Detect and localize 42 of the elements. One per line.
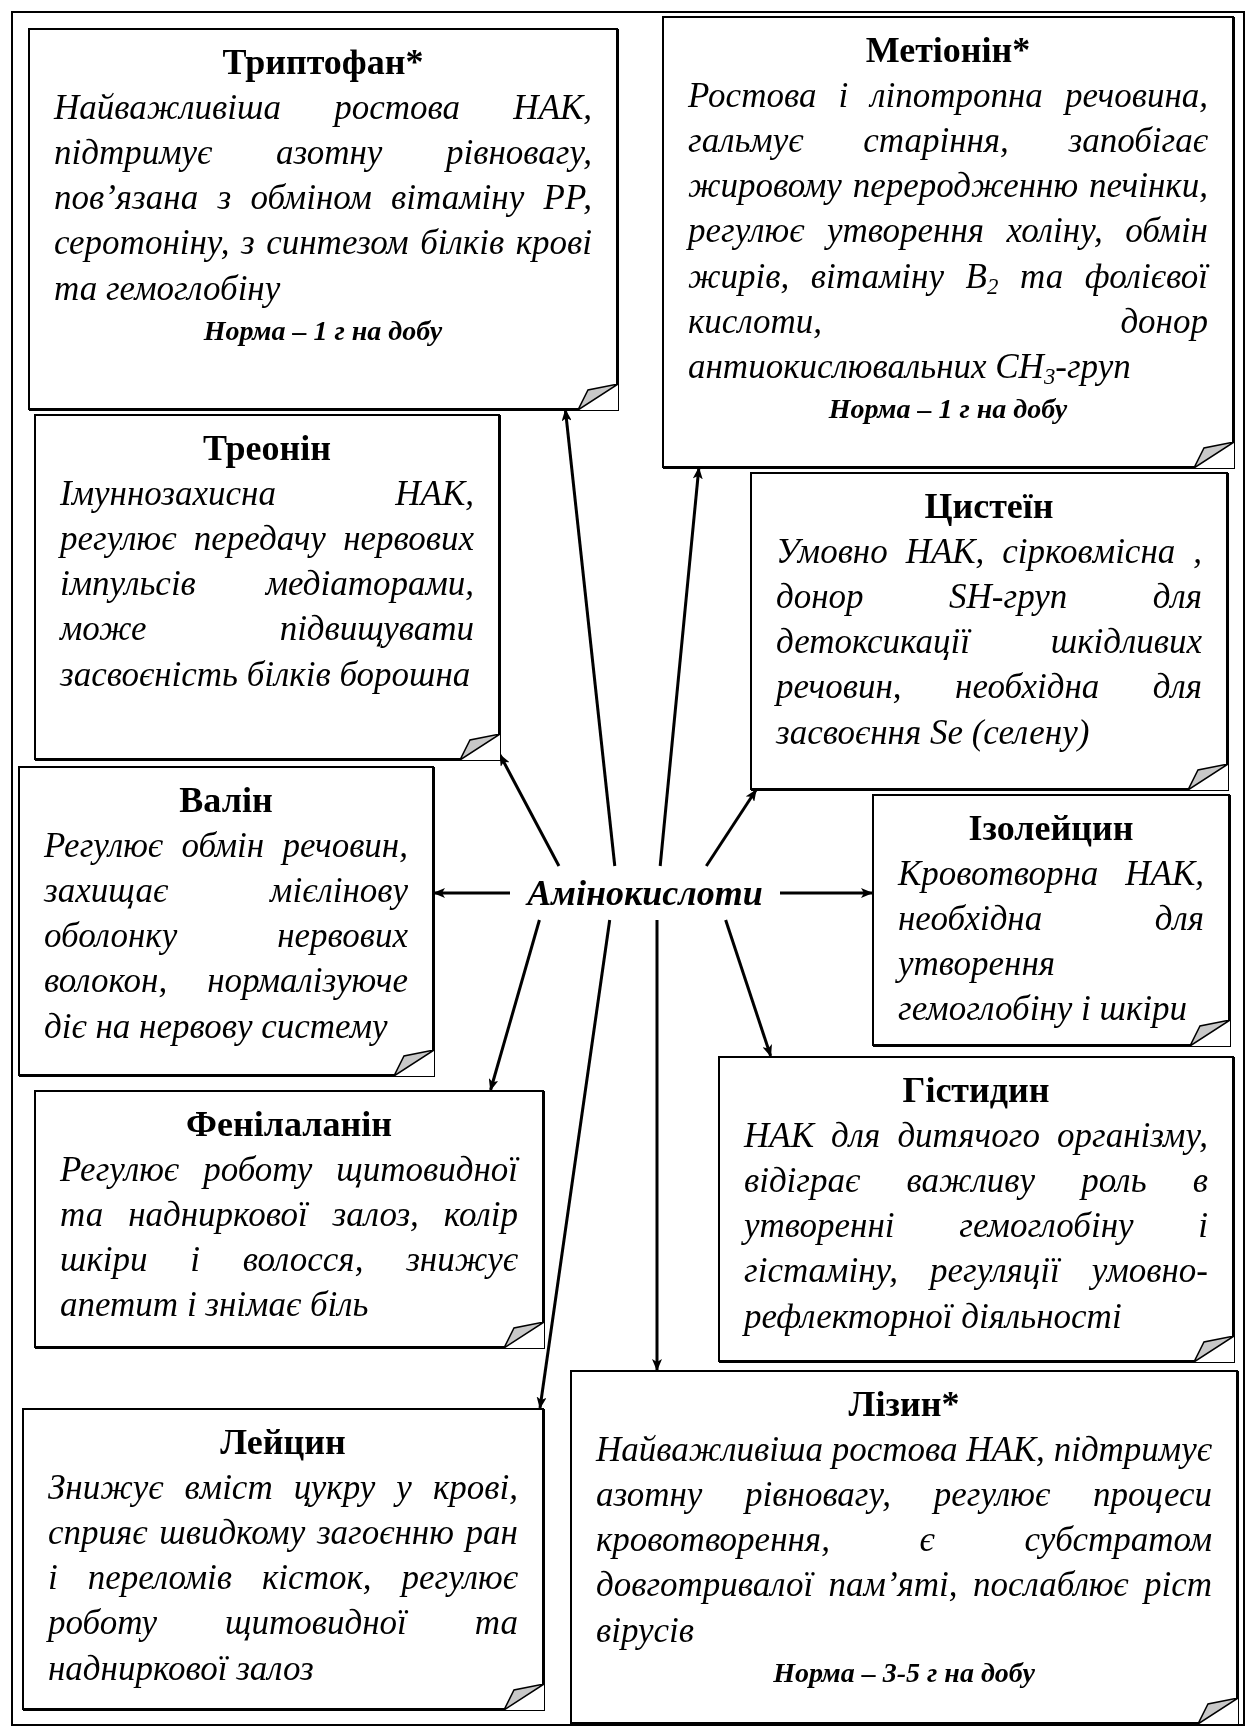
daily-norm: Норма – 1 г на добу (827, 392, 1069, 426)
card-description: Умовно НАК, сірковмісна , донор SH-груп для детоксикації шкідливих речовин, необхідна для засвоєння Se (селену) (776, 531, 1202, 754)
arrow (724, 919, 773, 1057)
card-description: Ростова і ліпотропна речовина, гальмує старіння, запобігає жировому переродженню печінки, регулює утворення холіну, обмін жирів, вітаміну В$_{2}$ та фолієвої кислоти, донор антиокислювальних СН$_{3}$-груп (688, 75, 1208, 389)
card-title: Метіонін* (864, 29, 1032, 72)
card-description: Найважливіша ростова НАК, підтримує азотну рівновагу, регулює процеси кровотворення, є субстратом довготривалої пам’яті, послаблює ріст вірусів (596, 1429, 1212, 1652)
arrow (561, 409, 617, 867)
card-title: Ізолейцин (967, 807, 1135, 850)
center-label: Амінокислоти (510, 866, 780, 920)
card-title: Гістидин (901, 1069, 1051, 1112)
arrow (658, 467, 703, 867)
card-title: Лізин* (847, 1383, 961, 1426)
arrow (652, 920, 662, 1371)
daily-norm: Норма – 1 г на добу (202, 313, 444, 348)
note-card (18, 766, 434, 1076)
arrow (488, 919, 541, 1091)
arrow (433, 888, 510, 898)
note-card (570, 1370, 1238, 1724)
card-description: Регулює роботу щитовидної та надниркової залоз, колір шкіри і волосся, знижує апетит і знімає біль (60, 1149, 518, 1327)
note-card (34, 1090, 544, 1348)
note-card (718, 1056, 1234, 1362)
card-title: Цистеїн (923, 485, 1055, 528)
arrow (705, 789, 758, 867)
arrow (498, 753, 561, 867)
arrow (536, 919, 612, 1409)
card-description: Знижує вміст цукру у крові, сприяє швидкому загоєнню ран і переломів кісток, регулює роботу щитовидної та надниркової залоз (48, 1467, 518, 1690)
card-title: Лейцин (219, 1421, 347, 1464)
note-card (750, 472, 1228, 790)
card-description: Регулює обмін речовин, захищає мієлінову оболонку нервових волокон, нормалізуюче діє на нервову систему (44, 825, 408, 1048)
note-card (22, 1408, 544, 1710)
note-card (872, 794, 1230, 1046)
note-card (662, 16, 1234, 468)
card-description: Імуннозахисна НАК, регулює передачу нервових імпульсів медіаторами, може підвищувати засвоєність білків борошна (60, 473, 474, 696)
card-title: Треонін (201, 427, 333, 470)
card-description: Найважливіша ростова НАК, підтримує азотну рівновагу, пов’язана з обміном вітаміну РР, серотоніну, з синтезом білків крові та гемоглобіну (54, 87, 592, 310)
note-card (28, 28, 618, 410)
arrow (780, 888, 873, 898)
note-card (34, 414, 500, 760)
card-title: Валін (178, 779, 274, 822)
daily-norm: Норма – 3-5 г на добу (772, 1655, 1036, 1690)
card-title: Фенілаланін (185, 1103, 393, 1146)
card-title: Триптофан* (221, 41, 425, 84)
